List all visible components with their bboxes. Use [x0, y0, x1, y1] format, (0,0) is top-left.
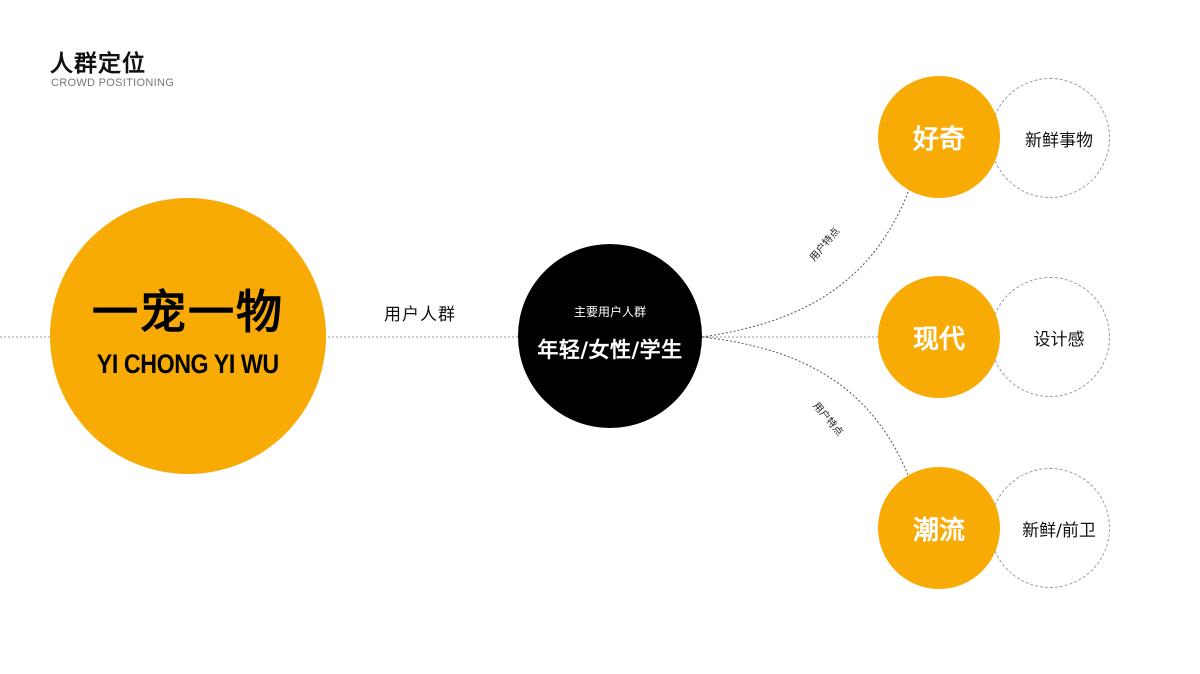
trait-name: 好奇 — [912, 124, 965, 155]
core-user-circle: 主要用户人群 年轻/女性/学生 — [518, 244, 702, 428]
brand-pinyin: YI CHONG YI WU — [97, 348, 279, 379]
trait-desc: 新鲜事物 — [1025, 130, 1093, 151]
trait-name: 现代 — [912, 324, 965, 355]
brand-name: 一宠一物 — [92, 284, 284, 339]
page-subtitle: CROWD POSITIONING — [51, 77, 175, 89]
trait-desc: 新鲜/前卫 — [1022, 520, 1096, 541]
trait-circle: 现代 — [878, 276, 1000, 398]
page-title: 人群定位 — [50, 51, 146, 77]
trait-desc-circle: 设计感 — [990, 277, 1110, 397]
trait-circle: 潮流 — [878, 467, 1000, 589]
core-user-value: 年轻/女性/学生 — [537, 337, 683, 362]
brand-circle: 一宠一物 YI CHONG YI WU — [50, 198, 326, 474]
trait-name: 潮流 — [912, 515, 965, 546]
branch-connector-lower — [701, 336, 913, 486]
trait-desc: 设计感 — [1033, 329, 1085, 350]
user-group-link-label: 用户人群 — [384, 305, 456, 325]
trait-desc-circle: 新鲜事物 — [990, 78, 1110, 198]
branch-connector-upper — [701, 181, 913, 338]
trait-circle: 好奇 — [878, 76, 1000, 198]
core-user-label: 主要用户人群 — [573, 304, 646, 319]
trait-desc-circle: 新鲜/前卫 — [990, 468, 1110, 588]
